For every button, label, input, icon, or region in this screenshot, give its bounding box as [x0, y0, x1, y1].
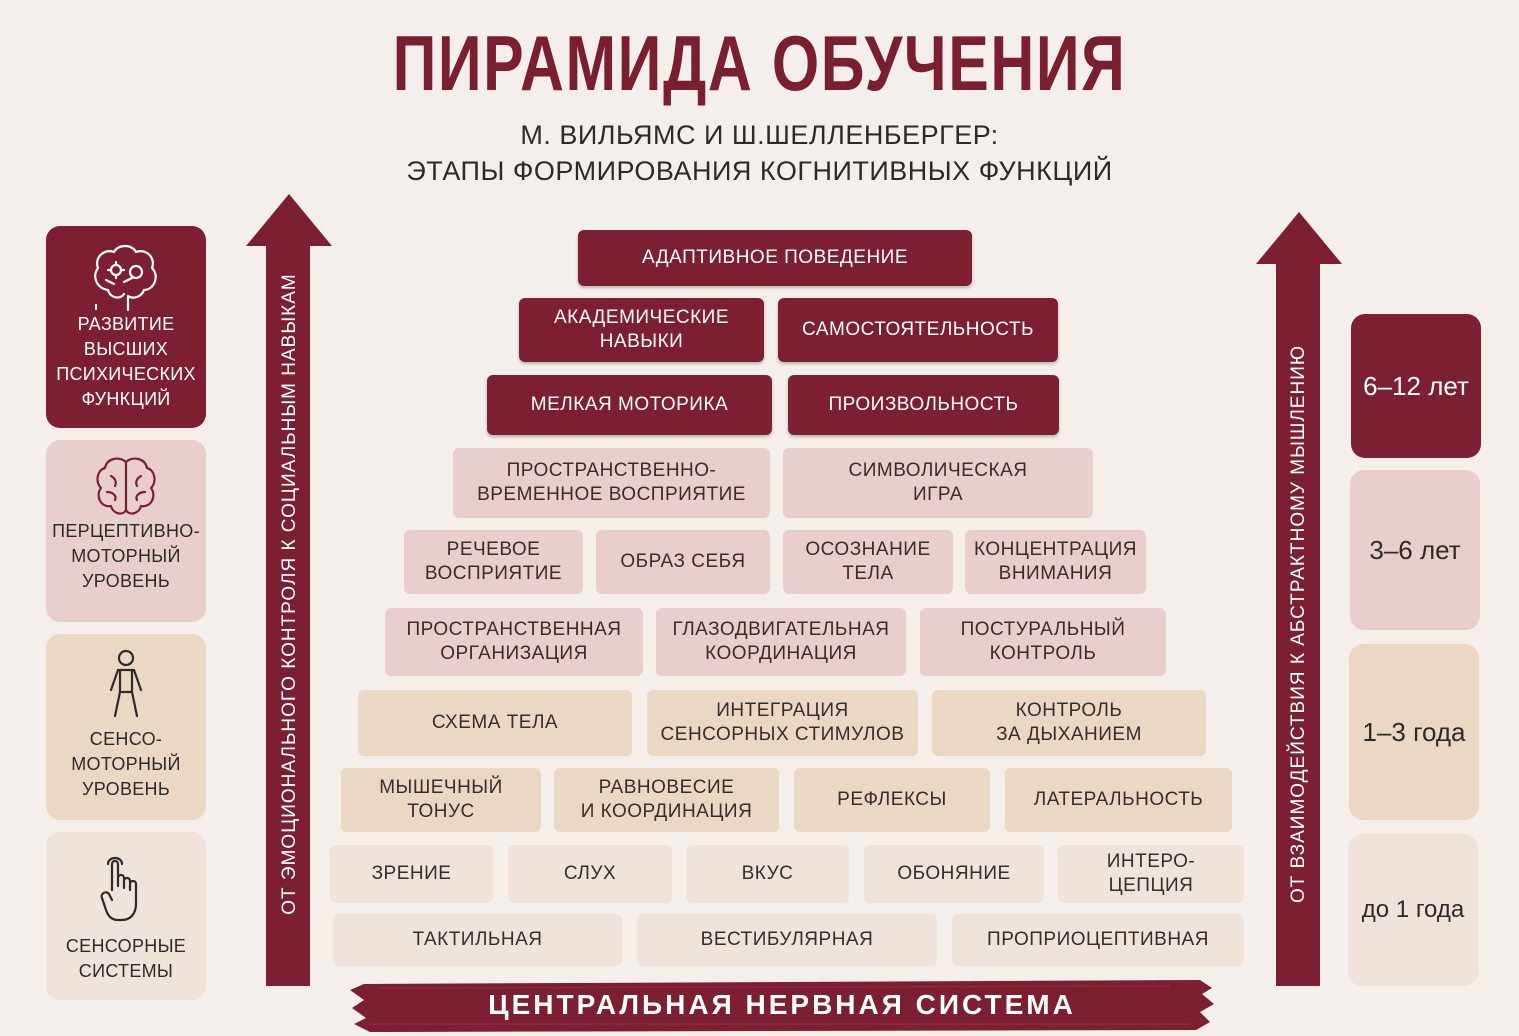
- person-icon: [109, 649, 143, 718]
- left-arrow-up: [246, 194, 332, 986]
- age-under-1: до 1 года: [1348, 834, 1478, 986]
- right-arrow-up: [1256, 212, 1342, 986]
- age-1-3: 1–3 года: [1349, 644, 1479, 820]
- brick-spatial-organization: ПРОСТРАНСТВЕННАЯ ОРГАНИЗАЦИЯ: [385, 608, 643, 676]
- level-label: ПЕРЦЕПТИВНО- МОТОРНЫЙ УРОВЕНЬ: [52, 521, 200, 591]
- brick-hearing: СЛУХ: [508, 845, 672, 903]
- brick-body-schema: СХЕМА ТЕЛА: [358, 690, 632, 756]
- brick-tactile: ТАКТИЛЬНАЯ: [333, 914, 622, 966]
- touch-hand-icon: [100, 856, 138, 922]
- subtitle-line-1: М. ВИЛЬЯМС И Ш.ШЕЛЛЕНБЕРГЕР:: [520, 120, 999, 150]
- level-sensory-systems: СЕНСОРНЫЕ СИСТЕМЫ: [46, 832, 206, 1000]
- age-label: 6–12 лет: [1363, 370, 1469, 401]
- brick-interoception: ИНТЕРО- ЦЕПЦИЯ: [1058, 845, 1244, 903]
- brick-vision: ЗРЕНИЕ: [330, 845, 493, 903]
- brick-sensory-integration: ИНТЕГРАЦИЯ СЕНСОРНЫХ СТИМУЛОВ: [647, 690, 918, 756]
- brick-self-image: ОБРАЗ СЕБЯ: [596, 530, 770, 594]
- brick-balance-coordination: РАВНОВЕСИЕ И КООРДИНАЦИЯ: [554, 768, 779, 832]
- brick-attention-concentration: КОНЦЕНТРАЦИЯ ВНИМАНИЯ: [965, 530, 1146, 594]
- brick-voluntariness: ПРОИЗВОЛЬНОСТЬ: [788, 375, 1059, 435]
- brain-icon: [96, 457, 156, 515]
- level-label: РАЗВИТИЕ ВЫСШИХ ПСИХИЧЕСКИХ ФУНКЦИЙ: [56, 314, 196, 409]
- brick-academic-skills: АКАДЕМИЧЕСКИЕ НАВЫКИ: [519, 298, 764, 362]
- brick-symbolic-play: СИМВОЛИЧЕСКАЯ ИГРА: [783, 448, 1093, 518]
- brick-speech-perception: РЕЧЕВОЕ ВОСПРИЯТИЕ: [404, 530, 583, 594]
- left-arrow-label: ОТ ЭМОЦИОНАЛЬНОГО КОНТРОЛЯ К СОЦИАЛЬНЫМ …: [279, 273, 300, 915]
- brick-body-awareness: ОСОЗНАНИЕ ТЕЛА: [783, 530, 953, 594]
- brick-laterality: ЛАТЕРАЛЬНОСТЬ: [1005, 768, 1232, 832]
- subtitle-line-2: ЭТАПЫ ФОРМИРОВАНИЯ КОГНИТИВНЫХ ФУНКЦИЙ: [406, 156, 1113, 186]
- age-label: до 1 года: [1361, 896, 1465, 923]
- brick-breath-control: КОНТРОЛЬ ЗА ДЫХАНИЕМ: [932, 690, 1206, 756]
- age-6-12: 6–12 лет: [1351, 314, 1481, 458]
- brick-adaptive-behavior: АДАПТИВНОЕ ПОВЕДЕНИЕ: [578, 230, 972, 286]
- brick-oculomotor-coordination: ГЛАЗОДВИГАТЕЛЬНАЯ КООРДИНАЦИЯ: [656, 608, 906, 676]
- level-sensorimotor: СЕНСО- МОТОРНЫЙ УРОВЕНЬ: [46, 634, 206, 820]
- level-higher-functions: РАЗВИТИЕ ВЫСШИХ ПСИХИЧЕСКИХ ФУНКЦИЙ: [46, 226, 206, 428]
- page-title: ПИРАМИДА ОБУЧЕНИЯ: [392, 19, 1127, 107]
- brick-vestibular: ВЕСТИБУЛЯРНАЯ: [637, 914, 937, 966]
- right-arrow-label: ОТ ВЗАИМОДЕЙСТВИЯ К АБСТРАКТНОМУ МЫШЛЕНИ…: [1288, 344, 1309, 904]
- brick-muscle-tone: МЫШЕЧНЫЙ ТОНУС: [341, 768, 541, 832]
- brick-fine-motor: МЕЛКАЯ МОТОРИКА: [487, 375, 772, 435]
- brick-reflexes: РЕФЛЕКСЫ: [794, 768, 990, 832]
- level-perceptual-motor: ПЕРЦЕПТИВНО- МОТОРНЫЙ УРОВЕНЬ: [46, 440, 206, 622]
- base-label: ЦЕНТРАЛЬНАЯ НЕРВНАЯ СИСТЕМА: [488, 989, 1076, 1020]
- level-label: СЕНСО- МОТОРНЫЙ УРОВЕНЬ: [71, 729, 181, 799]
- brick-spatiotemporal-perception: ПРОСТРАНСТВЕННО- ВРЕМЕННОЕ ВОСПРИЯТИЕ: [453, 448, 770, 518]
- brain-gears-icon: [94, 244, 157, 312]
- brick-proprioceptive: ПРОПРИОЦЕПТИВНАЯ: [952, 914, 1244, 966]
- age-label: 3–6 лет: [1369, 534, 1461, 565]
- brick-taste: ВКУС: [686, 845, 849, 903]
- age-label: 1–3 года: [1362, 716, 1466, 747]
- brick-smell: ОБОНЯНИЕ: [864, 845, 1044, 903]
- age-3-6: 3–6 лет: [1350, 470, 1480, 630]
- brick-postural-control: ПОСТУРАЛЬНЫЙ КОНТРОЛЬ: [920, 608, 1166, 676]
- base-brush-stroke: [350, 980, 1214, 1032]
- brick-independence: САМОСТОЯТЕЛЬНОСТЬ: [778, 298, 1058, 362]
- level-label: СЕНСОРНЫЕ СИСТЕМЫ: [65, 936, 187, 981]
